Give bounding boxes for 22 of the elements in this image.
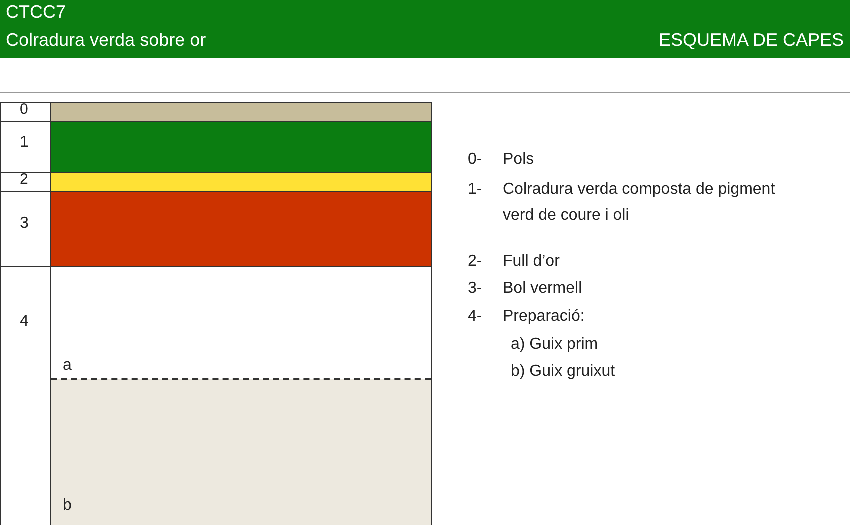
layer-number: 3 (20, 214, 29, 234)
legend-text: Bol vermell (503, 279, 584, 299)
legend-number: 0- (468, 150, 482, 170)
legend-text: Pols (503, 150, 536, 170)
header-code: CTCC7 (6, 2, 66, 22)
header-title: Colradura verda sobre or (6, 30, 206, 50)
sublayer-letter: b (63, 496, 72, 516)
legend-number: 3- (468, 279, 482, 299)
legend-text: Preparació: (503, 307, 586, 327)
layer-number: 1 (20, 133, 29, 153)
layer-number: 2 (20, 171, 28, 188)
legend-text: Full d’or (503, 252, 561, 272)
sublayer-letter: a (63, 356, 72, 376)
layer-number: 4 (20, 312, 29, 332)
header-heading: ESQUEMA DE CAPES (658, 30, 844, 50)
legend-number: 2- (468, 252, 482, 272)
layer-number: 0 (20, 101, 28, 118)
legend-number: 4- (468, 307, 482, 327)
legend-number: 1- (468, 180, 482, 200)
legend-subitem: a) Guix prim (511, 335, 598, 355)
legend-text: Colradura verda composta de pigment verd de coure i oli (503, 180, 776, 226)
legend-subitem: b) Guix gruixut (511, 362, 616, 382)
